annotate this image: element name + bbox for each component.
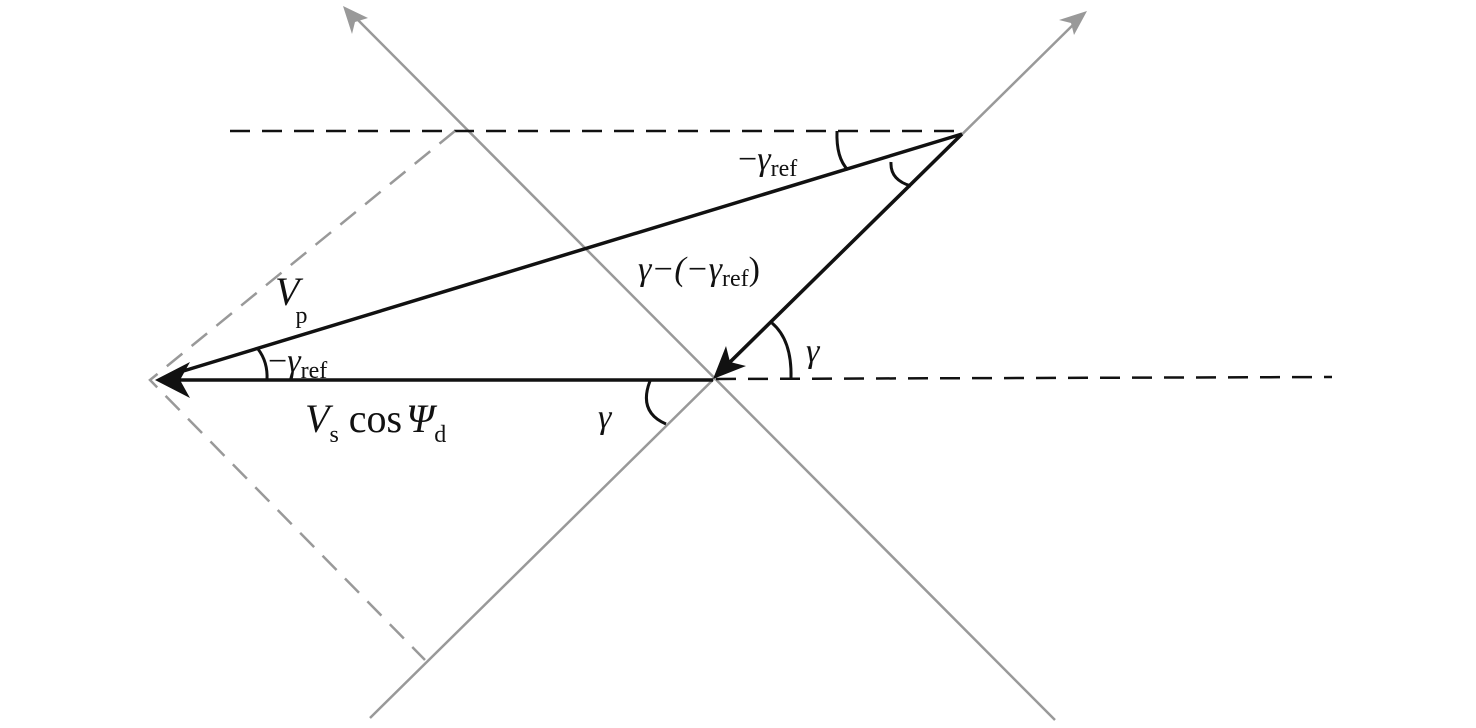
label-top-minus-gamma-ref: −γref [738, 141, 797, 182]
angle-arc-top-diff [889, 161, 912, 188]
axis-arrowhead-left [343, 6, 368, 34]
label-bottom-gamma: γ [598, 399, 613, 436]
angle-arc-left-ref [256, 348, 269, 381]
label-right-gamma: γ [806, 333, 821, 370]
angle-arc-bottom-gamma [645, 380, 667, 426]
vector-arrowhead-left [155, 362, 190, 398]
dashed-projection [148, 130, 456, 661]
label-left-minus-gamma-ref: −γref [268, 343, 327, 384]
vector-vp [179, 132, 963, 374]
axis-line-diagonal-left [348, 10, 1056, 721]
angle-arc-top-ref [835, 130, 850, 172]
axis-arrowhead-right [1059, 11, 1087, 35]
dashed-reference-right [715, 375, 1333, 381]
angle-arc-right-gamma [770, 321, 793, 379]
vector-gamma-arrow [728, 132, 964, 364]
vector-gamma-arrowhead [713, 346, 746, 379]
label-gamma-minus-minus-gamma-ref: γ−(−γref) [638, 251, 760, 292]
